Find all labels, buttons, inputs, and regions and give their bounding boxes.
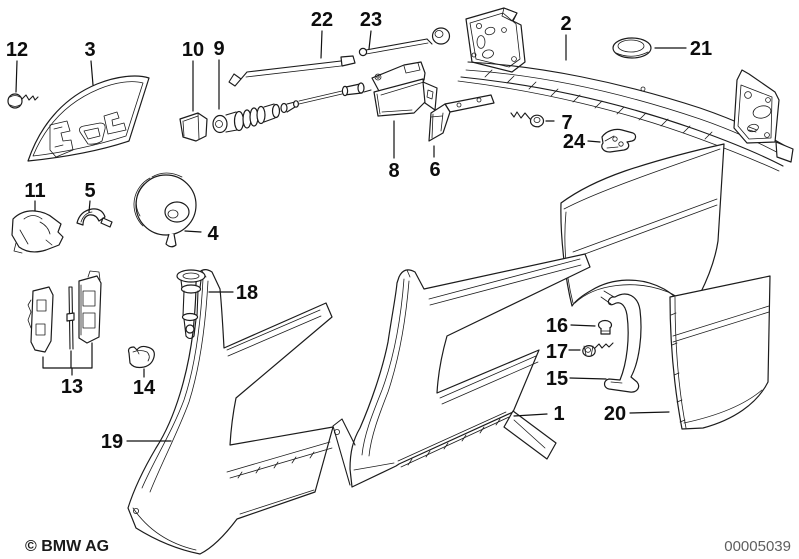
part-label-5[interactable]: 5 xyxy=(84,180,95,202)
part-4-grommet[interactable] xyxy=(133,172,197,248)
tray-detail xyxy=(79,122,106,145)
band-crease xyxy=(226,309,322,357)
part-label-18[interactable]: 18 xyxy=(236,282,258,304)
part-label-13[interactable]: 13 xyxy=(61,376,83,398)
clip-detail xyxy=(103,111,127,135)
part-label-1[interactable]: 1 xyxy=(553,403,564,425)
part-label-4[interactable]: 4 xyxy=(207,223,219,245)
sill-hatching xyxy=(407,418,501,466)
part-23-rod[interactable] xyxy=(358,27,451,57)
part-15-hook-bracket[interactable] xyxy=(600,290,642,393)
part-label-2[interactable]: 2 xyxy=(560,13,571,35)
crease-line xyxy=(672,305,770,343)
cable xyxy=(298,90,343,105)
part-12-screw[interactable] xyxy=(7,93,39,109)
part-label-9[interactable]: 9 xyxy=(213,38,224,60)
part-label-21[interactable]: 21 xyxy=(690,38,712,60)
part-1-sail-panel[interactable] xyxy=(332,253,591,488)
bracket-detail xyxy=(49,120,74,158)
part-label-3[interactable]: 3 xyxy=(84,39,95,61)
part-label-6[interactable]: 6 xyxy=(429,159,440,181)
part-label-17[interactable]: 17 xyxy=(546,341,568,363)
leader-lines xyxy=(15,30,687,442)
sill-strip xyxy=(397,411,510,468)
part-20-panel-section[interactable] xyxy=(669,275,771,430)
sill-strip xyxy=(226,441,333,479)
part-6-bracket[interactable] xyxy=(428,94,495,142)
sill-hatching xyxy=(237,451,315,479)
actuator-body xyxy=(373,78,427,117)
part-22-rod[interactable] xyxy=(228,55,356,87)
rail-bottom-edge xyxy=(460,76,784,167)
band-crease xyxy=(428,258,582,306)
part-label-12[interactable]: 12 xyxy=(6,39,28,61)
actuator-flange xyxy=(422,81,438,111)
part-13-clips[interactable] xyxy=(27,270,102,353)
diagram-number: 00005039 xyxy=(724,538,791,555)
part-label-8[interactable]: 8 xyxy=(388,160,399,182)
drain-nub xyxy=(165,233,177,248)
part-7-screw[interactable] xyxy=(510,111,545,128)
part-label-15[interactable]: 15 xyxy=(546,368,568,390)
crease-line xyxy=(572,198,718,259)
part-10-wedge[interactable] xyxy=(179,112,208,142)
sill-crease xyxy=(439,355,539,405)
rail-hatching xyxy=(484,69,713,140)
part-11-bracket[interactable] xyxy=(11,210,64,254)
copyright-text: © BMW AG xyxy=(25,538,109,555)
rail-right-plate xyxy=(733,69,780,144)
part-21-cap[interactable] xyxy=(612,37,652,59)
part-label-19[interactable]: 19 xyxy=(101,431,123,453)
part-19-sail-panel[interactable] xyxy=(127,269,334,555)
part-17-screw[interactable] xyxy=(582,342,614,358)
part-labels: 12 3 10 9 22 23 2 21 7 24 8 6 11 5 4 18 … xyxy=(6,9,712,453)
edge-hatching xyxy=(670,312,686,423)
part-14-clamp[interactable] xyxy=(127,345,155,369)
part-9-threaded-sleeve[interactable] xyxy=(212,90,343,134)
part-label-23[interactable]: 23 xyxy=(360,9,382,31)
part-label-14[interactable]: 14 xyxy=(133,377,156,399)
part-label-16[interactable]: 16 xyxy=(546,315,568,337)
part-label-20[interactable]: 20 xyxy=(604,403,626,425)
part-8-actuator[interactable] xyxy=(341,61,438,117)
part-label-10[interactable]: 10 xyxy=(182,39,204,61)
part-label-7[interactable]: 7 xyxy=(561,112,572,134)
part-18-plug[interactable] xyxy=(176,269,206,340)
part-3-trim-panel[interactable] xyxy=(27,75,150,162)
sill-end-flap xyxy=(503,410,557,460)
part-2-rear-rail[interactable] xyxy=(457,7,794,172)
part-label-11[interactable]: 11 xyxy=(24,180,45,202)
part-24-clip[interactable] xyxy=(601,128,637,153)
part-16-rivet[interactable] xyxy=(597,319,613,335)
part-label-22[interactable]: 22 xyxy=(311,9,333,31)
part-5-half-shell[interactable] xyxy=(76,208,113,228)
part-label-24[interactable]: 24 xyxy=(563,131,586,153)
